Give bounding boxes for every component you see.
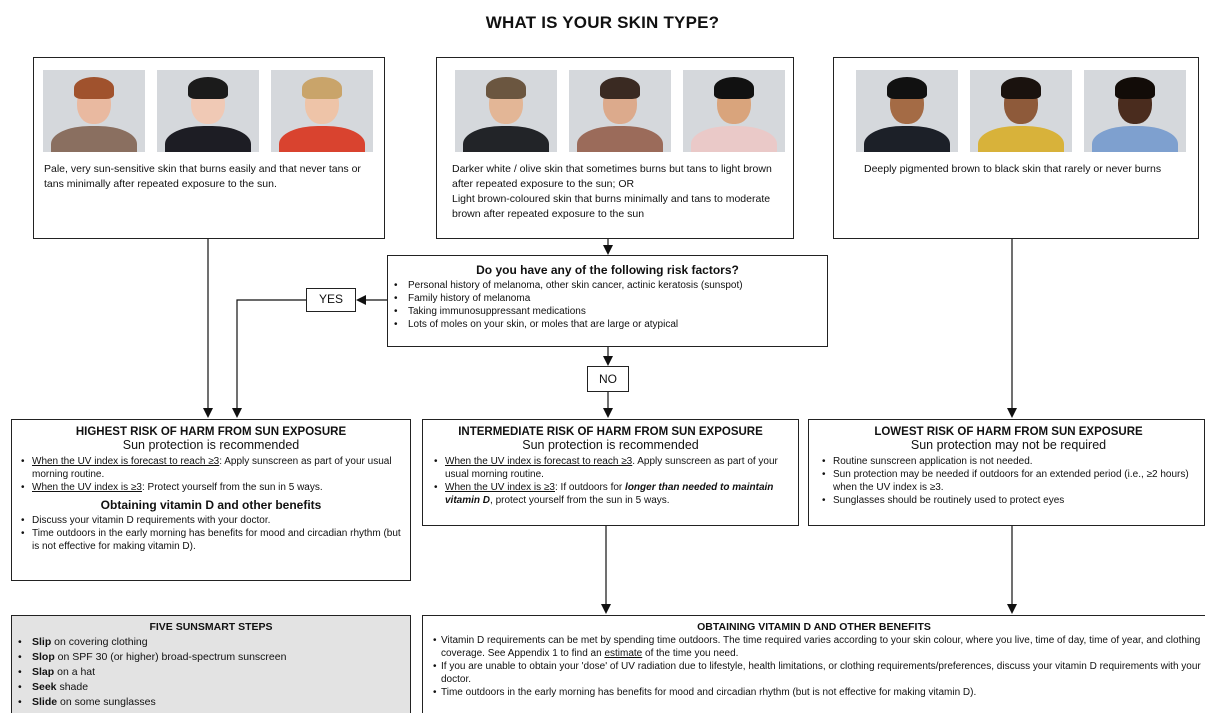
list-item: Vitamin D requirements can be met by spe… (427, 634, 1201, 660)
list-item: Lots of moles on your skin, or moles tha… (388, 318, 827, 331)
portrait-photo (970, 70, 1072, 152)
highest-risk-vitamin-d-heading: Obtaining vitamin D and other benefits (100, 498, 322, 512)
portrait-photo (271, 70, 373, 152)
list-item: Slide on some sunglasses (12, 695, 410, 710)
skin-type-olive-photos (455, 70, 785, 152)
sunsmart-steps-heading: FIVE SUNSMART STEPS (149, 621, 273, 633)
vitamin-d-list: Vitamin D requirements can be met by spe… (427, 634, 1201, 699)
list-item: Time outdoors in the early morning has b… (427, 686, 1201, 699)
list-item: Slip on covering clothing (12, 635, 410, 650)
list-item: Family history of melanoma (388, 292, 827, 305)
skin-type-olive-line-1: Darker white / olive skin that sometimes… (452, 163, 772, 190)
intermediate-risk-list: When the UV index is forecast to reach ≥… (431, 455, 790, 507)
highest-risk-vitamin-d-list: Discuss your vitamin D requirements with… (18, 514, 404, 553)
risk-factors-question: Do you have any of the following risk fa… (476, 263, 739, 277)
highest-risk-list: When the UV index is forecast to reach ≥… (18, 455, 404, 494)
skin-type-pale-photos (43, 70, 373, 152)
skin-type-pale-description: Pale, very sun-sensitive skin that burns… (44, 163, 361, 190)
page-title: WHAT IS YOUR SKIN TYPE? (485, 13, 720, 32)
list-item: Routine sunscreen application is not nee… (819, 455, 1198, 468)
risk-factors-box: Do you have any of the following risk fa… (387, 255, 828, 347)
list-item: If you are unable to obtain your 'dose' … (427, 660, 1201, 686)
skin-type-olive-box: Darker white / olive skin that sometimes… (436, 57, 794, 239)
list-item: Time outdoors in the early morning has b… (18, 527, 404, 553)
skin-type-olive-line-2: Light brown-coloured skin that burns min… (452, 193, 771, 220)
portrait-photo (43, 70, 145, 152)
intermediate-risk-box: INTERMEDIATE RISK OF HARM FROM SUN EXPOS… (422, 419, 799, 526)
list-item: When the UV index is forecast to reach ≥… (431, 455, 790, 481)
intermediate-risk-heading: INTERMEDIATE RISK OF HARM FROM SUN EXPOS… (458, 426, 763, 438)
list-item: When the UV index is ≥3: If outdoors for… (431, 481, 790, 507)
highest-risk-heading: HIGHEST RISK OF HARM FROM SUN EXPOSURE (75, 426, 347, 438)
list-item: When the UV index is ≥3: Protect yoursel… (18, 481, 404, 494)
intermediate-risk-subheading: Sun protection is recommended (522, 438, 699, 452)
portrait-photo (683, 70, 785, 152)
list-item: Taking immunosuppressant medications (388, 305, 827, 318)
vitamin-d-box: OBTAINING VITAMIN D AND OTHER BENEFITS V… (422, 615, 1205, 713)
sunsmart-steps-list: Slip on covering clothing Slop on SPF 30… (12, 635, 410, 710)
portrait-photo (856, 70, 958, 152)
highest-risk-subheading: Sun protection is recommended (122, 438, 300, 452)
list-item: Sunglasses should be routinely used to p… (819, 494, 1198, 507)
list-item: Slap on a hat (12, 665, 410, 680)
portrait-photo (157, 70, 259, 152)
risk-factors-list: Personal history of melanoma, other skin… (388, 279, 827, 331)
list-item: Slop on SPF 30 (or higher) broad-spectru… (12, 650, 410, 665)
highest-risk-box: HIGHEST RISK OF HARM FROM SUN EXPOSURE S… (11, 419, 411, 581)
vitamin-d-heading: OBTAINING VITAMIN D AND OTHER BENEFITS (697, 621, 931, 633)
portrait-photo (569, 70, 671, 152)
skin-type-dark-box: Deeply pigmented brown to black skin tha… (833, 57, 1199, 239)
arrow-yes-to-highest (232, 299, 306, 418)
skin-type-olive-description: Darker white / olive skin that sometimes… (452, 162, 782, 222)
portrait-photo (1084, 70, 1186, 152)
list-item: Sun protection may be needed if outdoors… (819, 468, 1198, 494)
list-item: Discuss your vitamin D requirements with… (18, 514, 404, 527)
skin-type-dark-description: Deeply pigmented brown to black skin tha… (864, 163, 1162, 175)
lowest-risk-list: Routine sunscreen application is not nee… (819, 455, 1198, 507)
sunsmart-steps-box: FIVE SUNSMART STEPS Slip on covering clo… (11, 615, 411, 713)
no-label: NO (587, 366, 629, 392)
skin-type-dark-photos (856, 70, 1186, 152)
list-item: Personal history of melanoma, other skin… (388, 279, 827, 292)
portrait-photo (455, 70, 557, 152)
lowest-risk-box: LOWEST RISK OF HARM FROM SUN EXPOSURE Su… (808, 419, 1205, 526)
lowest-risk-subheading: Sun protection may not be required (910, 438, 1107, 452)
skin-type-pale-box: Pale, very sun-sensitive skin that burns… (33, 57, 385, 239)
yes-label: YES (306, 288, 356, 312)
list-item: Seek shade (12, 680, 410, 695)
lowest-risk-heading: LOWEST RISK OF HARM FROM SUN EXPOSURE (874, 426, 1143, 438)
list-item: When the UV index is forecast to reach ≥… (18, 455, 404, 481)
